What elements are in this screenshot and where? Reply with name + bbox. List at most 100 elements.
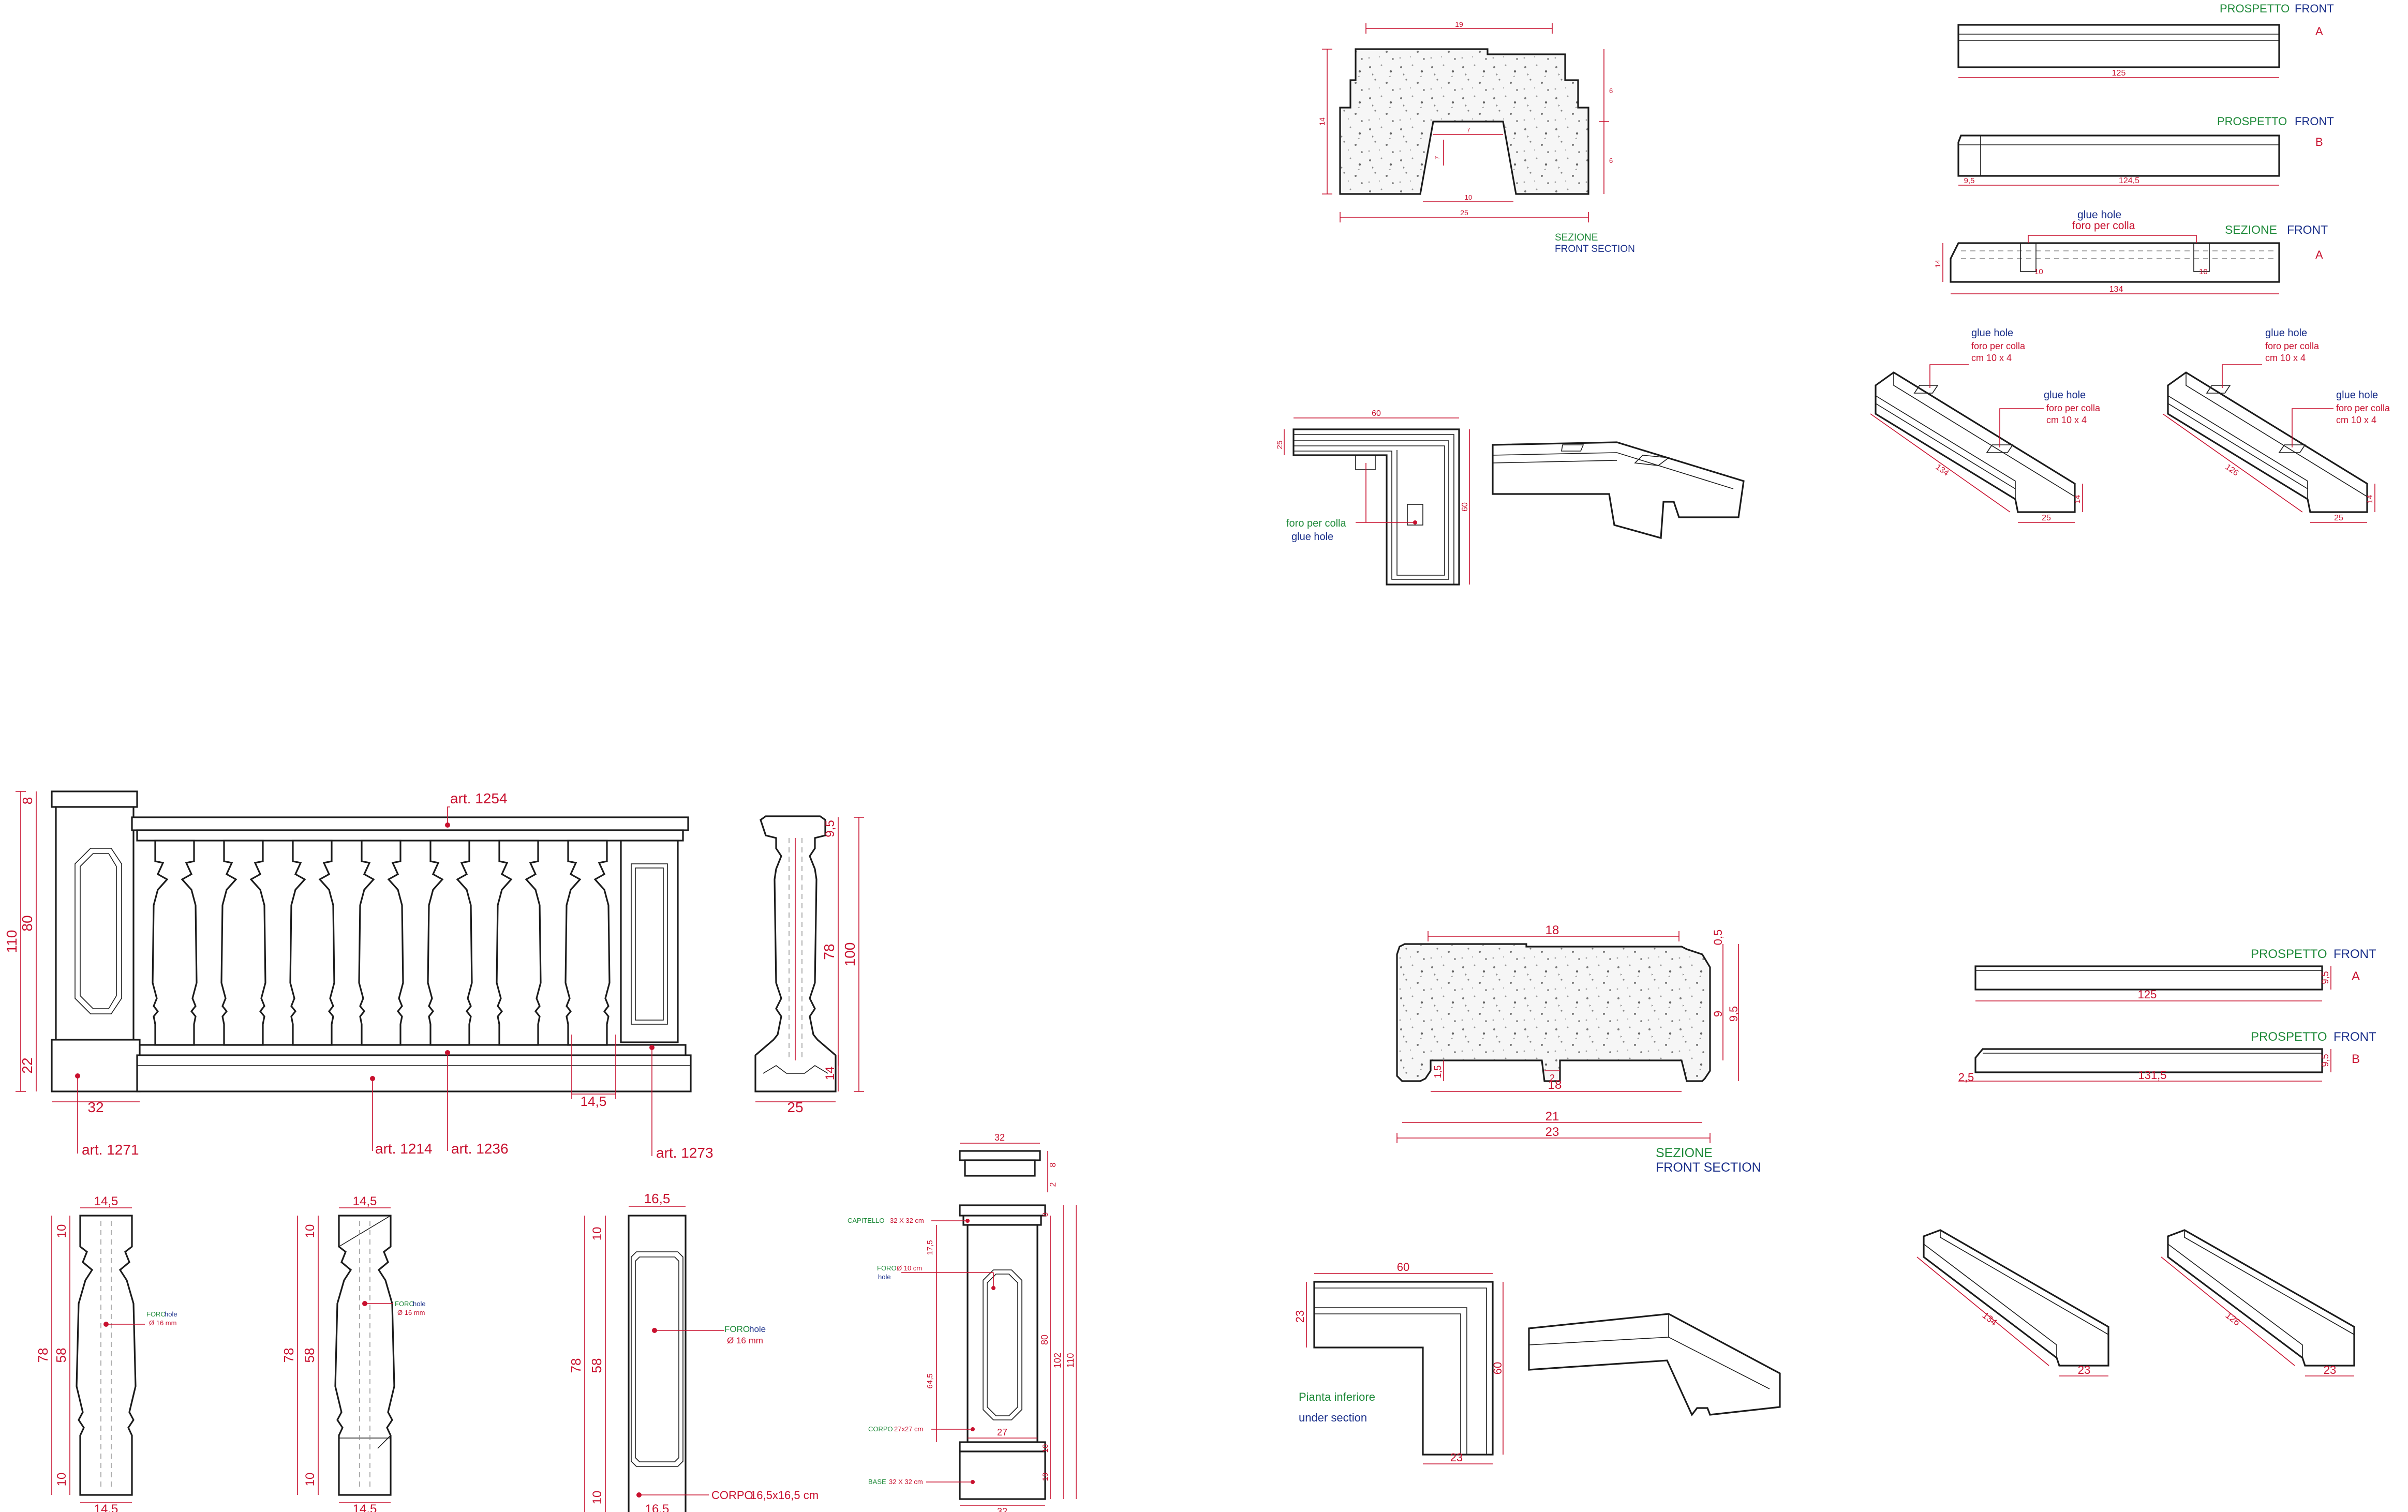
pillar-d19: 19 [1041,1473,1050,1481]
dim-right-top: 6 [1609,87,1613,95]
side-body: 78 [821,944,837,960]
iso-right-width: 25 [2334,514,2343,522]
dim-width: 25 [1460,208,1468,217]
iso-left-glue-it: foro per colla [1971,341,2026,351]
secb-v3: 9,5 [1727,1006,1740,1022]
section-a-letter: A [2315,248,2323,261]
pillar-d102: 102 [1052,1353,1063,1368]
b1-foro: FORO [146,1310,166,1318]
section-glue-it: foro per colla [2072,220,2135,232]
b2-cap: 10 [303,1224,317,1238]
art-rail: art. 1254 [450,790,508,806]
pillar-d80: 80 [1039,1335,1050,1345]
art-baluster: art. 1236 [451,1141,509,1157]
section-hole-left: 10 [2034,267,2043,276]
iso-right-length: 126 [2224,462,2240,477]
section-glue-en: glue hole [2077,209,2121,221]
frontsb-b-letter: B [2352,1052,2360,1066]
secb-v2: 9 [1712,1011,1725,1017]
art-base: art. 1214 [375,1141,433,1157]
side-base: 14 [823,1067,837,1081]
art-half: art. 1273 [656,1145,714,1161]
isob-right-width: 23 [2324,1364,2336,1376]
pillar-foro: FORO [877,1264,897,1272]
iso-right-glue-it: foro per colla [2265,341,2320,351]
corner-arm: 25 [1275,441,1284,450]
cpb-width: 60 [1397,1261,1409,1274]
pillar-cap-width: 32 [994,1132,1005,1143]
front-a-label-en: FRONT [2295,2,2334,15]
b2-bottom: 14,5 [353,1502,377,1512]
corner-width: 60 [1372,409,1381,418]
coping-section-a: 19 14 7 10 25 6 6 7 SEZIONE FRONT SECTIO… [1318,20,1635,255]
iso-left-glue-en-2: glue hole [2044,390,2086,401]
bal-half-post: 14,5 [581,1094,607,1109]
bal-cap: 8 [20,797,35,804]
half-hole: hole [749,1324,766,1334]
iso-left-glue-size-2: cm 10 x 4 [2046,415,2087,425]
corner-glue-label: glue hole [1291,531,1333,543]
front-b-length: 124,5 [2119,176,2139,185]
iso-right-glue-en-2: glue hole [2336,390,2378,401]
half-bottom: 16,5 [645,1502,670,1512]
pillar-base-size: 32 X 32 cm [889,1478,923,1486]
half-corpo: CORPO [711,1489,753,1502]
secb-title-en: FRONT SECTION [1656,1160,1761,1175]
half-height: 78 [568,1358,584,1373]
coping-iso-b: 134 23 126 23 [1916,1229,2355,1376]
dim-inner-top: 7 [1466,126,1470,134]
pillar-d110: 110 [1065,1353,1076,1368]
b1-top: 14,5 [94,1194,118,1208]
secb-width: 23 [1545,1125,1559,1139]
pillar-d17: 17,5 [926,1240,934,1255]
front-a-length: 125 [2112,69,2126,78]
section-a-title-en: FRONT SECTION [1555,244,1635,255]
side-total: 100 [842,942,858,967]
isob-right-length: 126 [2224,1310,2242,1327]
pillar-corpo: CORPO [868,1425,893,1433]
secb-inner: 18 [1548,1078,1562,1092]
b1-height: 78 [35,1348,51,1363]
pillar-d32: 32 [997,1506,1007,1512]
isob-left-width: 23 [2078,1364,2090,1376]
iso-left-width: 25 [2042,514,2051,522]
iso-left-length: 134 [1934,462,1951,477]
iso-left-glue-it-2: foro per colla [2046,403,2101,413]
pillar-d645: 64,5 [926,1373,934,1388]
dim-top: 19 [1455,20,1463,28]
iso-right-height: 14 [2366,495,2374,504]
pillar-foro-hole: hole [878,1273,891,1281]
baluster-2: 14,5 14,5 78 10 58 10 FORO hole Ø 16 mm [281,1194,426,1512]
bal-base: 22 [19,1057,35,1073]
secb-mid: 21 [1545,1110,1559,1124]
dim-left-step: 7 [1434,156,1441,159]
side-cap: 9,5 [823,820,837,837]
half-dia: Ø 16 mm [727,1336,763,1345]
b2-height: 78 [281,1348,296,1363]
b1-cap: 10 [55,1224,69,1238]
cpb-arm-b: 23 [1450,1451,1463,1464]
corner-plan-a: 60 60 25 foro per colla glue hole [1275,409,1745,586]
frontsb-b-offset: 2,5 [1958,1071,1974,1084]
bal-total: 110 [4,930,20,953]
section-a-label-en: FRONT [2287,223,2328,236]
secb-title-it: SEZIONE [1656,1146,1713,1160]
frontsb-b-it: PROSPETTO [2251,1030,2327,1044]
frontsb-a-it: PROSPETTO [2251,947,2327,961]
cpb-arm: 23 [1294,1310,1306,1323]
dim-right-bottom: 6 [1609,157,1613,164]
half-base: 10 [590,1491,604,1505]
frontsb-a-en: FRONT [2333,947,2376,961]
b1-bottom: 14,5 [94,1502,118,1512]
b1-dia: Ø 16 mm [149,1319,176,1327]
front-b-offset: 9,5 [1964,176,1975,185]
iso-b-left: 134 23 [1916,1229,2109,1376]
b2-hole: hole [413,1300,426,1308]
pillar-cap-h1: 8 [1049,1162,1058,1167]
balustrade-side-profile: 9,5 78 100 14 25 [754,815,864,1115]
iso-b-right: 126 23 [2161,1229,2355,1376]
secb-hole: 2 [1550,1073,1555,1083]
coping-iso-a: glue hole foro per colla cm 10 x 4 glue … [1870,327,2390,523]
b2-base: 10 [303,1473,317,1487]
secb-step: 1,5 [1433,1065,1443,1078]
